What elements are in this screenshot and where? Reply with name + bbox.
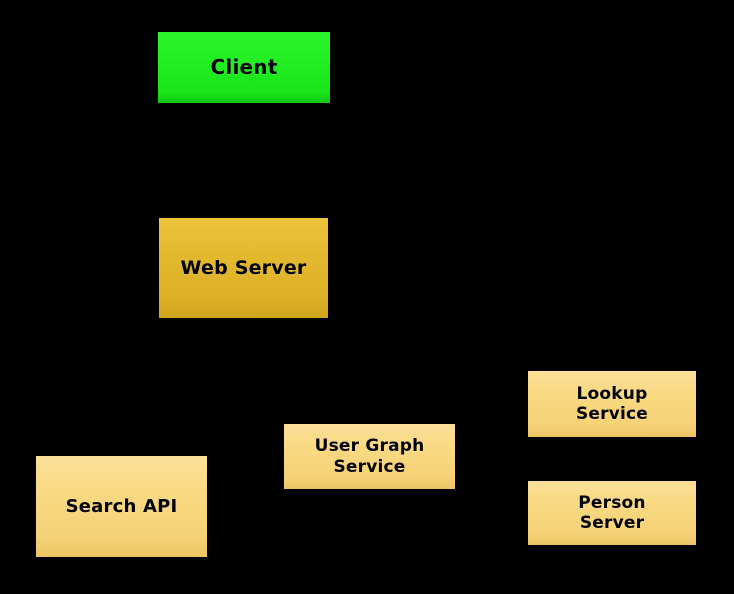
diagram-node-person-server[interactable]: Person Server (528, 481, 696, 545)
node-label-lookup-service: Lookup Service (575, 383, 649, 424)
diagram-node-client[interactable]: Client (158, 32, 330, 103)
node-label-person-server: Person Server (578, 492, 646, 533)
node-label-web-server: Web Server (180, 256, 307, 279)
node-label-search-api: Search API (65, 495, 178, 517)
node-label-user-graph-service: User Graph Service (314, 436, 425, 477)
diagram-node-lookup-service[interactable]: Lookup Service (528, 371, 696, 437)
node-label-client: Client (210, 54, 278, 79)
diagram-node-web-server[interactable]: Web Server (159, 218, 328, 318)
diagram-node-search-api[interactable]: Search API (36, 456, 207, 557)
diagram-node-user-graph-service[interactable]: User Graph Service (284, 424, 455, 489)
